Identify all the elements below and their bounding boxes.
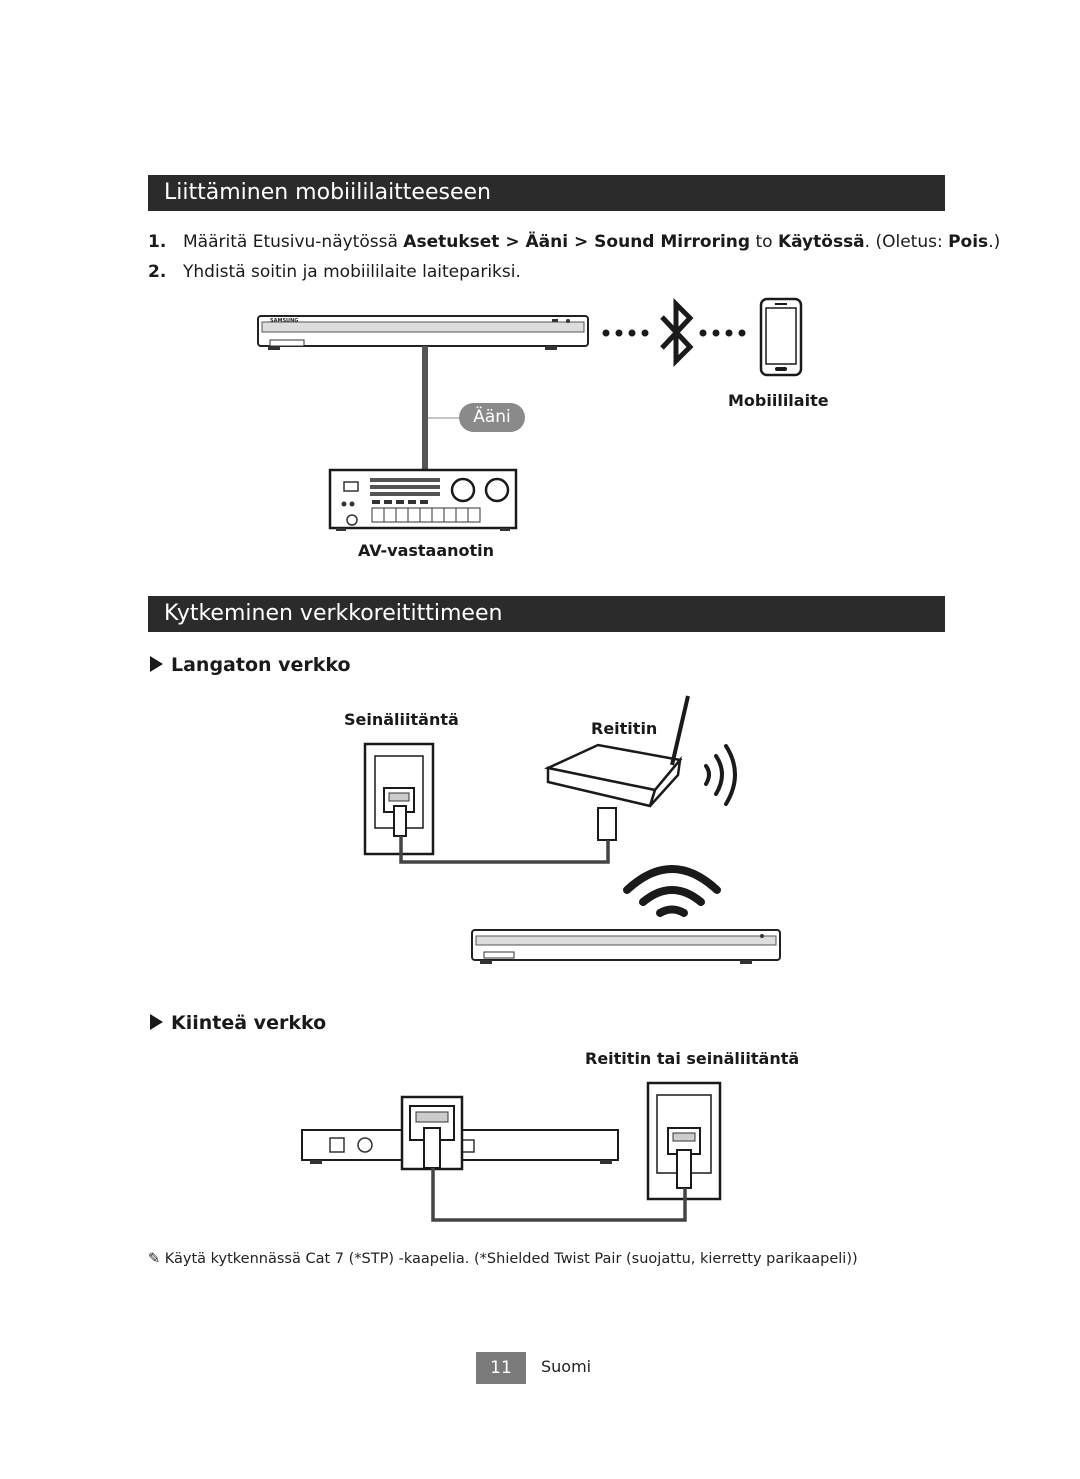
wall-socket — [363, 742, 435, 856]
wifi-signal-icon — [704, 744, 737, 806]
triangle-right-icon — [150, 656, 163, 672]
av-receiver — [328, 468, 518, 531]
triangle-right-icon — [150, 1014, 163, 1030]
mobile-label: Mobiililaite — [728, 391, 829, 410]
menu-aani: Ääni — [525, 232, 569, 252]
step-1-text-default: . (Oletus: — [864, 232, 949, 252]
bluetooth-icon — [660, 297, 694, 368]
mobile-phone-icon — [759, 297, 803, 377]
wifi-icon — [623, 865, 721, 917]
step-1-text: Määritä Etusivu-näytössä — [183, 232, 404, 252]
brand-text: SAMSUNG — [270, 318, 298, 324]
value-kaytossa: Käytössä — [777, 232, 865, 252]
lan-port — [400, 1095, 464, 1171]
audio-badge: Ääni — [459, 403, 525, 432]
menu-asetukset: Asetukset — [403, 232, 500, 252]
router — [544, 695, 690, 841]
section-title-network: Kytkeminen verkkoreitittimeen — [148, 596, 945, 632]
step-2: 2. Yhdistä soitin ja mobiililaite laitepa… — [148, 262, 521, 282]
step-2-number: 2. — [148, 262, 167, 282]
chevron-right-icon: > — [499, 232, 526, 252]
step-1: 1. Määritä Etusivu-näytössä Asetukset > Ä… — [148, 232, 1000, 252]
menu-sound-mirroring: Sound Mirroring — [594, 232, 751, 252]
step-1-number: 1. — [148, 232, 167, 252]
page-language: Suomi — [541, 1357, 592, 1376]
bluray-player-front — [471, 929, 781, 964]
step-1-text-to: to — [750, 232, 778, 252]
step-1-text-end: .) — [988, 232, 1001, 252]
router-or-wall-label: Reititin tai seinäliitäntä — [585, 1049, 800, 1068]
chevron-right-icon: > — [568, 232, 595, 252]
ethernet-cable-wired — [431, 1168, 687, 1222]
router-label: Reititin — [591, 719, 658, 738]
wall-socket-wired — [646, 1081, 722, 1201]
subheading-wired: Kiinteä verkko — [150, 1012, 326, 1034]
receiver-label: AV-vastaanotin — [358, 541, 495, 560]
wired-heading-text: Kiinteä verkko — [171, 1012, 327, 1034]
ethernet-cable — [399, 836, 610, 864]
bluray-player-top: SAMSUNG — [257, 315, 589, 350]
wireless-heading-text: Langaton verkko — [171, 654, 351, 676]
page-number: 11 — [476, 1352, 526, 1384]
subheading-wireless: Langaton verkko — [150, 654, 351, 676]
section-title-mobile: Liittäminen mobiililaitteeseen — [148, 175, 945, 211]
bluetooth-link — [602, 329, 746, 337]
wall-socket-label: Seinäliitäntä — [344, 710, 459, 729]
value-pois: Pois — [948, 232, 989, 252]
step-2-text: Yhdistä soitin ja mobiililaite laitepari… — [183, 262, 521, 282]
note-text: ✎ Käytä kytkennässä Cat 7 (*STP) -kaapel… — [148, 1251, 858, 1267]
